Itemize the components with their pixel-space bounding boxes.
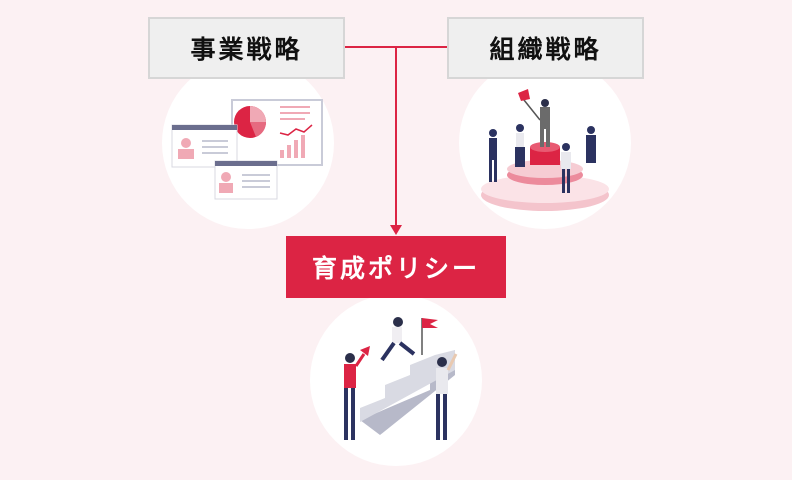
- organization-strategy-box: 組織戦略: [447, 17, 644, 79]
- arrow-down-icon: [390, 225, 402, 235]
- policy-stairs-illustration: [344, 317, 458, 440]
- organization-podium-illustration: [481, 89, 609, 211]
- business-chart-illustration: [171, 99, 323, 200]
- business-strategy-box: 事業戦略: [148, 17, 345, 79]
- development-policy-box: 育成ポリシー: [286, 236, 506, 298]
